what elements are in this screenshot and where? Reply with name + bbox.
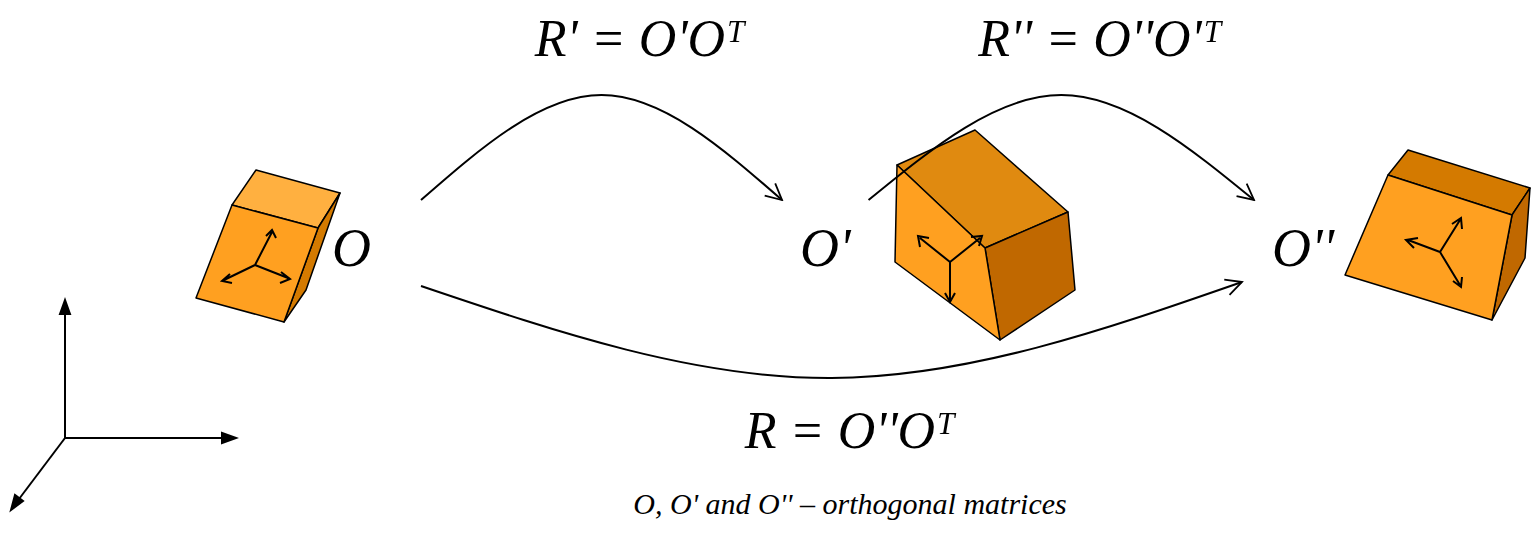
matrix-symbol: O'' <box>1272 218 1334 278</box>
axes <box>11 300 236 510</box>
cube-o-prime <box>895 130 1075 340</box>
rotation-formula: R' = O'Oᵀ <box>535 10 745 68</box>
caption-note: O, O' and O'' – orthogonal matrices <box>633 486 1066 522</box>
rotation-arrow <box>869 95 1254 200</box>
rotation-formula: R = O''Oᵀ <box>745 402 955 460</box>
matrix-node: O' <box>790 218 861 278</box>
body-axes <box>222 218 1462 302</box>
cube-o <box>196 170 340 322</box>
rotation-arrow <box>421 282 1242 378</box>
rotation-formula: R'' = O''O'ᵀ <box>978 10 1222 68</box>
cube-o-double-prime <box>1345 150 1530 320</box>
matrix-node: O'' <box>1262 218 1344 278</box>
matrix-symbol: O' <box>800 218 851 278</box>
rotation-arrow <box>421 95 782 200</box>
matrix-symbol: O <box>332 218 371 278</box>
matrix-node: O <box>322 218 381 278</box>
